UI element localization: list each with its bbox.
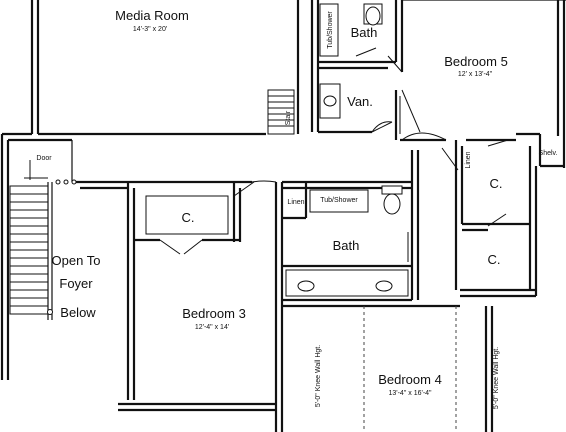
vanity-door-leaf <box>371 121 393 133</box>
bath-top-door-leaf-2 <box>387 55 403 73</box>
toilet-mid-tank <box>381 185 403 195</box>
stair-label: Stair <box>285 110 292 125</box>
bath-top-name: Bath <box>351 25 378 40</box>
toilet-top-bowl <box>365 6 381 26</box>
rail-post-c <box>71 179 77 185</box>
bedroom4-dims: 13'-4" x 16'-4" <box>388 390 432 397</box>
doors <box>159 47 509 262</box>
sink-mid-left <box>297 280 315 292</box>
vanity-door-arc <box>371 121 393 133</box>
tub-shower-top-label: Tub/Shower <box>327 11 334 49</box>
sink-mid-right <box>375 280 393 292</box>
bedroom3-dims: 12'-4" x 14' <box>195 324 229 331</box>
foyer-label: Foyer <box>59 276 93 291</box>
stairs-left <box>9 160 77 320</box>
fixtures <box>145 3 409 297</box>
closet-b3-shelf <box>145 195 229 235</box>
closet-r2-name: C. <box>488 252 501 267</box>
bedroom5-door-leaf <box>401 89 421 133</box>
knee-wall-right-label: 5'-0" Knee Wall Hgt. <box>493 347 500 409</box>
closet-r1-name: C. <box>490 176 503 191</box>
closet-b3-door-leaf-2 <box>183 239 203 255</box>
sink-top <box>323 95 337 107</box>
closet-r1-door-leaf <box>487 139 509 147</box>
linen-door-leaf <box>441 147 459 171</box>
open-to-label: Open To <box>52 253 101 268</box>
linen-mid-label: Linen <box>287 199 304 206</box>
labels: Media Room 14'-3" x 20' Bath Van. Bedroo… <box>36 8 557 409</box>
rail-post-b <box>63 179 69 185</box>
bedroom5-door-arc <box>401 132 447 141</box>
rail-post-a <box>55 179 61 185</box>
closet-b3-name: C. <box>182 210 195 225</box>
tub-shower-mid-label: Tub/Shower <box>320 197 358 204</box>
bedroom3-name: Bedroom 3 <box>182 306 246 321</box>
media-room-dims: 14'-3" x 20' <box>133 26 167 33</box>
door-label: Door <box>36 155 52 162</box>
knee-wall-left-label: 5'-0" Knee Wall Hgt. <box>315 345 322 407</box>
bath-top-door-leaf <box>355 47 377 57</box>
linen-right-label: Linen <box>465 151 472 168</box>
bedroom3-door-arc <box>251 180 277 183</box>
closet-r2-door-leaf <box>487 213 507 227</box>
tub-shower-mid <box>309 189 369 213</box>
newel-post <box>47 309 53 315</box>
bedroom3-door-leaf <box>233 181 255 197</box>
closet-b3-door-leaf <box>159 239 181 255</box>
bedroom5-dims: 12' x 13'-4" <box>458 71 493 78</box>
stairs-attic <box>267 89 295 135</box>
toilet-mid-bowl <box>383 193 401 215</box>
vanity-name: Van. <box>347 94 373 109</box>
bath-mid-name: Bath <box>333 238 360 253</box>
media-room-name: Media Room <box>115 8 189 23</box>
tub-shower-top <box>319 3 339 57</box>
bedroom5-name: Bedroom 5 <box>444 54 508 69</box>
shelf-label: Shelv. <box>539 150 558 157</box>
below-label: Below <box>60 305 96 320</box>
bedroom4-name: Bedroom 4 <box>378 372 442 387</box>
attic-stair-run <box>267 89 295 135</box>
